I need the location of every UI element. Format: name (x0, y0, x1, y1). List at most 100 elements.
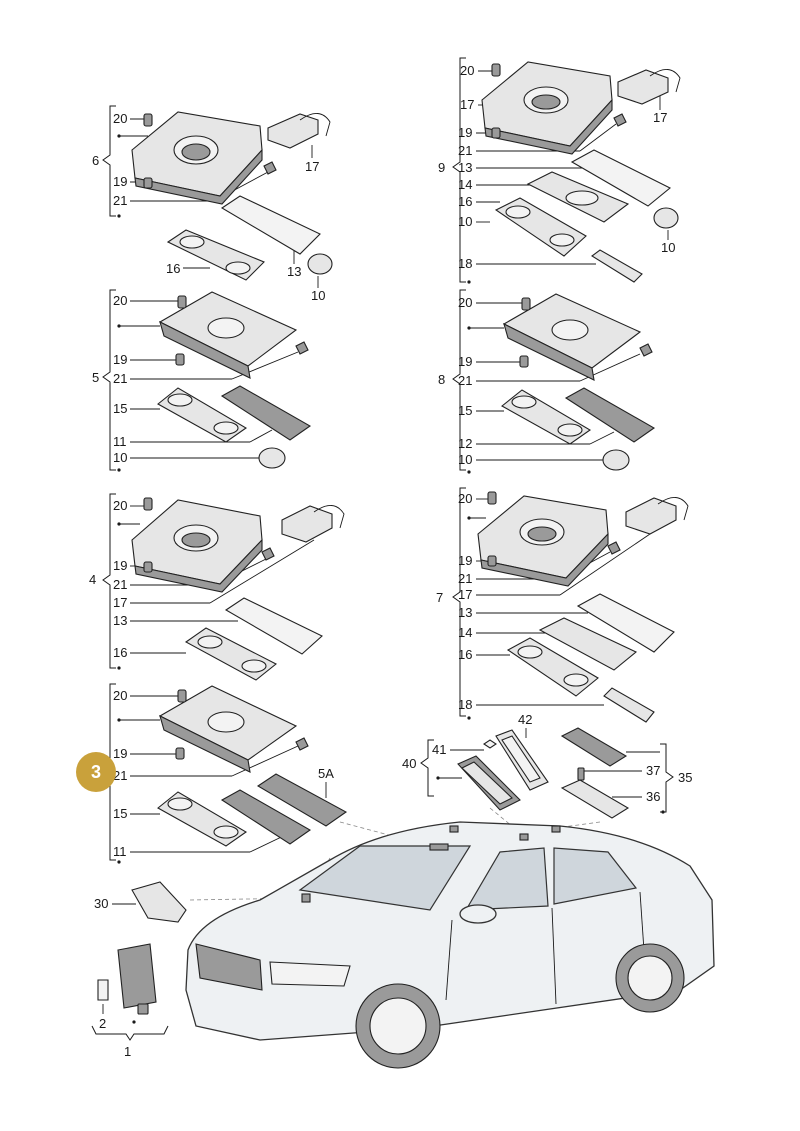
callout-20[interactable]: 20 (460, 63, 474, 78)
callout-13[interactable]: 13 (458, 160, 472, 175)
callout-21[interactable]: 21 (113, 371, 127, 386)
side-mirror (459, 904, 497, 924)
headlight (269, 961, 351, 987)
callout-9[interactable]: 9 (438, 160, 445, 175)
callout-20[interactable]: 20 (113, 498, 127, 513)
callout-10[interactable]: 10 (458, 214, 472, 229)
callout-10[interactable]: 10 (113, 450, 127, 465)
callout-18[interactable]: 18 (458, 256, 472, 271)
callout-11[interactable]: 11 (113, 844, 127, 859)
callout-21[interactable]: 21 (113, 577, 127, 592)
callout-7[interactable]: 7 (436, 590, 443, 605)
lamp-holder-17 (617, 69, 669, 105)
callout-21[interactable]: 21 (458, 571, 472, 586)
callout-15[interactable]: 15 (113, 806, 127, 821)
callout-10[interactable]: 10 (458, 452, 472, 467)
switch-unit (560, 727, 628, 767)
callout-21[interactable]: 21 (458, 373, 472, 388)
callout-6[interactable]: 6 (92, 153, 99, 168)
group-3: 20 19 21 5A 15 11 (109, 683, 348, 864)
callout-37[interactable]: 37 (646, 763, 660, 778)
callout-19[interactable]: 19 (113, 558, 127, 573)
grille (195, 943, 263, 991)
callout-20[interactable]: 20 (113, 111, 127, 126)
callout-21[interactable]: 21 (113, 768, 127, 783)
lamp-10 (653, 207, 679, 229)
callout-19[interactable]: 19 (113, 746, 127, 761)
callout-21[interactable]: 21 (113, 193, 127, 208)
group-5: 5 20 19 21 15 11 10 (92, 289, 312, 472)
callout-8[interactable]: 8 (438, 372, 445, 387)
callout-17[interactable]: 17 (460, 97, 474, 112)
callout-17b[interactable]: 17 (653, 110, 667, 125)
clip-19 (143, 177, 153, 189)
cover-panel-13 (570, 149, 672, 207)
callout-1[interactable]: 1 (124, 1044, 131, 1059)
cover-14 (538, 617, 638, 671)
callout-20[interactable]: 20 (113, 293, 127, 308)
callout-40[interactable]: 40 (402, 756, 416, 771)
bulb-41 (483, 739, 497, 749)
figure-number-badge: 3 (76, 752, 116, 792)
group-30: 30 (94, 881, 187, 923)
lens-11 (220, 789, 312, 845)
switch-36 (560, 779, 630, 819)
callout-15[interactable]: 15 (458, 403, 472, 418)
front-door-window (464, 847, 549, 911)
group-1: 1 2 (91, 943, 169, 1059)
cover-panel-13 (224, 597, 323, 655)
rear-door-window (553, 847, 638, 905)
callout-19[interactable]: 19 (113, 174, 127, 189)
callout-2[interactable]: 2 (99, 1016, 106, 1031)
lens-11 (220, 385, 312, 441)
callout-30[interactable]: 30 (94, 896, 108, 911)
cover-panel-13 (220, 195, 321, 255)
callout-41[interactable]: 41 (432, 742, 446, 757)
callout-15[interactable]: 15 (113, 401, 127, 416)
group-7: 7 20 19 21 17 13 14 16 18 (436, 487, 689, 723)
roof-lamp-marker (449, 825, 459, 833)
callout-13[interactable]: 13 (287, 264, 301, 279)
group-40: 40 41 42 (402, 712, 549, 811)
callout-16[interactable]: 16 (113, 645, 127, 660)
lamp-10 (258, 447, 286, 469)
clip-20 (143, 113, 153, 127)
callout-13[interactable]: 13 (458, 605, 472, 620)
lamp-10 (602, 449, 630, 471)
callout-16[interactable]: 16 (166, 261, 180, 276)
callout-18[interactable]: 18 (458, 697, 472, 712)
callout-17[interactable]: 17 (458, 587, 472, 602)
callout-16[interactable]: 16 (458, 194, 472, 209)
callout-12[interactable]: 12 (458, 436, 472, 451)
callout-14[interactable]: 14 (458, 625, 472, 640)
callout-20[interactable]: 20 (113, 688, 127, 703)
callout-21[interactable]: 21 (458, 143, 472, 158)
callout-13[interactable]: 13 (113, 613, 127, 628)
callout-19[interactable]: 19 (458, 553, 472, 568)
callout-5A[interactable]: 5A (318, 766, 334, 781)
callout-42[interactable]: 42 (518, 712, 532, 727)
callout-11[interactable]: 11 (113, 434, 127, 449)
group-6: 6 20 19 21 17 16 13 10 (92, 105, 333, 303)
callout-17[interactable]: 17 (305, 159, 319, 174)
callout-35[interactable]: 35 (678, 770, 692, 785)
callout-36[interactable]: 36 (646, 789, 660, 804)
callout-10b[interactable]: 10 (661, 240, 675, 255)
callout-14[interactable]: 14 (458, 177, 472, 192)
group-8: 8 20 19 21 15 12 10 (438, 289, 656, 474)
bulb-2 (97, 979, 109, 1001)
callout-17[interactable]: 17 (113, 595, 127, 610)
screw-21 (263, 161, 277, 175)
callout-16[interactable]: 16 (458, 647, 472, 662)
callout-10[interactable]: 10 (311, 288, 325, 303)
callout-19[interactable]: 19 (458, 125, 472, 140)
callout-19[interactable]: 19 (113, 352, 127, 367)
callout-5[interactable]: 5 (92, 370, 99, 385)
callout-20[interactable]: 20 (458, 491, 472, 506)
callout-20[interactable]: 20 (458, 295, 472, 310)
lamp-holder-17 (281, 505, 333, 543)
callout-4[interactable]: 4 (89, 572, 96, 587)
callout-19[interactable]: 19 (458, 354, 472, 369)
